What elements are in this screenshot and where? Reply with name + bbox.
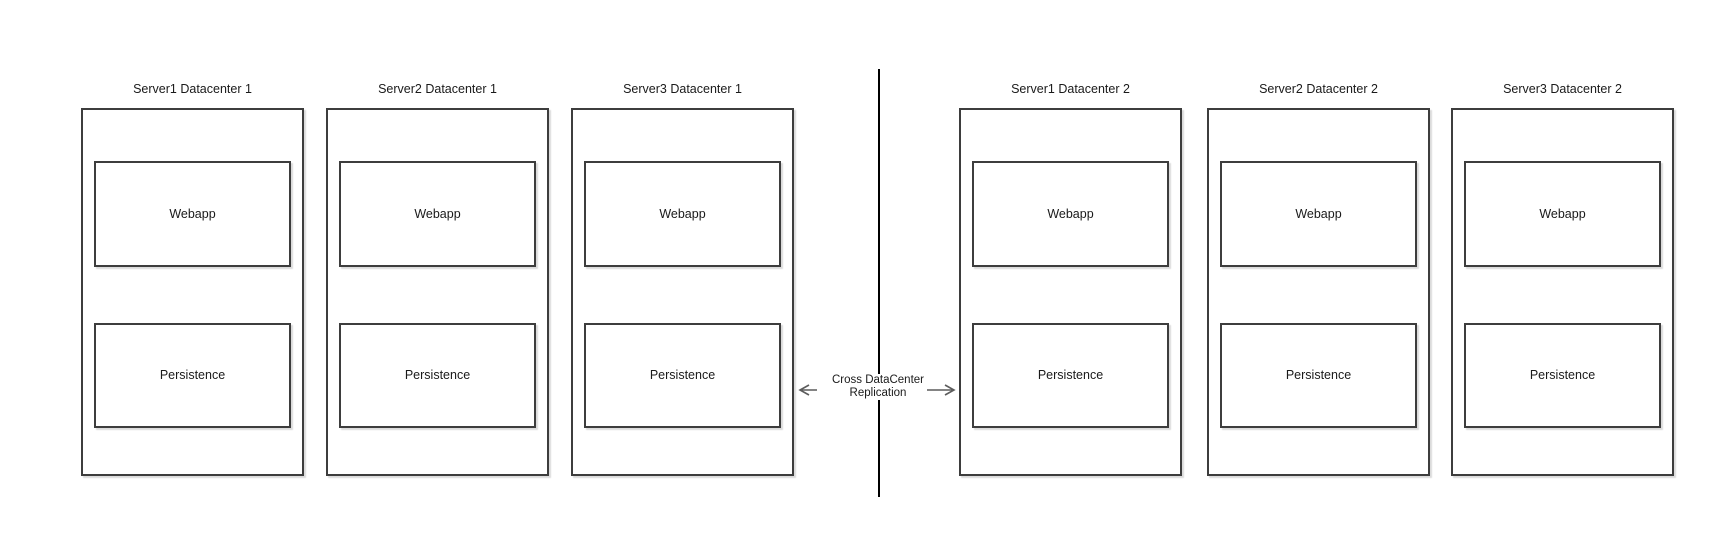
server-group-3-dc2: Server3 Datacenter 2 Webapp Persistence xyxy=(1451,0,1674,534)
persistence-label: Persistence xyxy=(1529,368,1596,382)
server-title: Server1 Datacenter 2 xyxy=(1011,82,1130,96)
replication-label: Cross DataCenter Replication xyxy=(817,374,939,400)
server-group-1-dc1: Server1 Datacenter 1 Webapp Persistence xyxy=(81,0,304,534)
persistence-box: Persistence xyxy=(94,323,291,428)
webapp-box: Webapp xyxy=(584,161,781,267)
webapp-box: Webapp xyxy=(972,161,1169,267)
server-box: Webapp Persistence xyxy=(1207,108,1430,476)
webapp-label: Webapp xyxy=(1295,206,1342,221)
server-box: Webapp Persistence xyxy=(326,108,549,476)
server-box: Webapp Persistence xyxy=(1451,108,1674,476)
webapp-label: Webapp xyxy=(659,206,706,221)
persistence-box: Persistence xyxy=(339,323,536,428)
persistence-box: Persistence xyxy=(1220,323,1417,428)
server-title: Server3 Datacenter 1 xyxy=(623,82,742,96)
server-title: Server2 Datacenter 2 xyxy=(1259,82,1378,96)
webapp-label: Webapp xyxy=(414,206,461,221)
persistence-box: Persistence xyxy=(1464,323,1661,428)
persistence-label: Persistence xyxy=(159,368,226,382)
server-box: Webapp Persistence xyxy=(81,108,304,476)
webapp-label: Webapp xyxy=(1539,206,1586,221)
server-group-3-dc1: Server3 Datacenter 1 Webapp Persistence xyxy=(571,0,794,534)
replication-arrow-right-icon xyxy=(927,384,956,396)
persistence-label: Persistence xyxy=(1285,368,1352,382)
persistence-label: Persistence xyxy=(649,368,716,382)
server-title: Server3 Datacenter 2 xyxy=(1503,82,1622,96)
persistence-box: Persistence xyxy=(972,323,1169,428)
server-title: Server2 Datacenter 1 xyxy=(378,82,497,96)
webapp-label: Webapp xyxy=(169,206,216,221)
server-box: Webapp Persistence xyxy=(959,108,1182,476)
datacenter-divider-line xyxy=(878,69,880,497)
webapp-box: Webapp xyxy=(339,161,536,267)
webapp-box: Webapp xyxy=(94,161,291,267)
webapp-box: Webapp xyxy=(1464,161,1661,267)
persistence-label: Persistence xyxy=(1037,368,1104,382)
persistence-label: Persistence xyxy=(404,368,471,382)
server-box: Webapp Persistence xyxy=(571,108,794,476)
server-group-1-dc2: Server1 Datacenter 2 Webapp Persistence xyxy=(959,0,1182,534)
replication-label-line2: Replication xyxy=(849,387,907,399)
persistence-box: Persistence xyxy=(584,323,781,428)
server-title: Server1 Datacenter 1 xyxy=(133,82,252,96)
server-group-2-dc2: Server2 Datacenter 2 Webapp Persistence xyxy=(1207,0,1430,534)
webapp-box: Webapp xyxy=(1220,161,1417,267)
replication-label-line1: Cross DataCenter xyxy=(831,374,925,386)
webapp-label: Webapp xyxy=(1047,206,1094,221)
server-group-2-dc1: Server2 Datacenter 1 Webapp Persistence xyxy=(326,0,549,534)
